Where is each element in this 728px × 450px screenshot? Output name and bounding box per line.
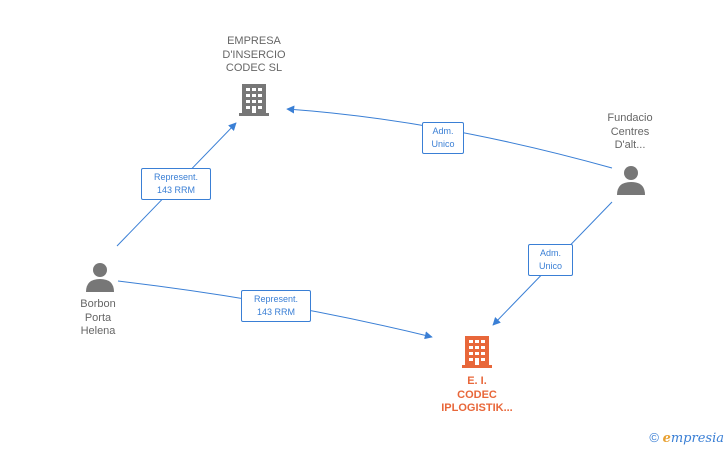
brand-logo: empresia (663, 431, 724, 446)
label-line: Helena (80, 325, 116, 337)
label-line: Porta (84, 311, 112, 324)
edge-label-fundacio-ei[interactable]: Adm. Unico (528, 244, 573, 276)
building-icon[interactable] (239, 84, 269, 116)
label-line: CODEC SL (225, 62, 283, 74)
node-label-ei-codec[interactable]: E. I. CODEC IPLOGISTIK... (417, 375, 537, 416)
edge-label-borbon-ei[interactable]: Represent. 143 RRM (241, 290, 311, 322)
edge-label-borbon-insercio[interactable]: Represent. 143 RRM (141, 168, 211, 200)
node-label-empresa-insercio[interactable]: EMPRESA D'INSERCIO CODEC SL (194, 35, 314, 76)
edge-label-line: Unico (538, 261, 562, 271)
label-line: EMPRESA (227, 35, 281, 47)
building-icon-main[interactable] (462, 336, 492, 368)
label-line: E. I. (467, 375, 487, 387)
brand-initial: e (662, 431, 671, 446)
node-label-borbon[interactable]: Borbon Porta Helena (58, 298, 138, 339)
label-line: Centres (610, 125, 650, 138)
copyright-symbol: © (649, 430, 659, 445)
label-line: IPLOGISTIK... (441, 402, 513, 414)
edge-label-line: Adm. (539, 248, 561, 258)
label-line: CODEC (457, 388, 497, 401)
edge-label-line: Represent. (153, 172, 199, 182)
label-line: Fundacio (607, 112, 653, 124)
person-icon[interactable] (617, 166, 645, 195)
label-line: D'INSERCIO (222, 48, 286, 61)
edge-label-line: Adm. (432, 126, 454, 136)
watermark: © empresia (649, 430, 724, 446)
person-icon[interactable] (86, 263, 114, 292)
edge-label-line: Represent. (253, 294, 299, 304)
edge-label-line: 143 RRM (256, 307, 295, 317)
edge-label-fundacio-insercio[interactable]: Adm. Unico (422, 122, 464, 154)
label-line: Borbon (80, 298, 116, 310)
brand-name: mpresia (670, 431, 724, 446)
edge-label-line: Unico (431, 139, 455, 149)
edge-label-line: 143 RRM (156, 185, 195, 195)
label-line: D'alt... (614, 139, 646, 151)
node-label-fundacio[interactable]: Fundacio Centres D'alt... (580, 112, 680, 153)
